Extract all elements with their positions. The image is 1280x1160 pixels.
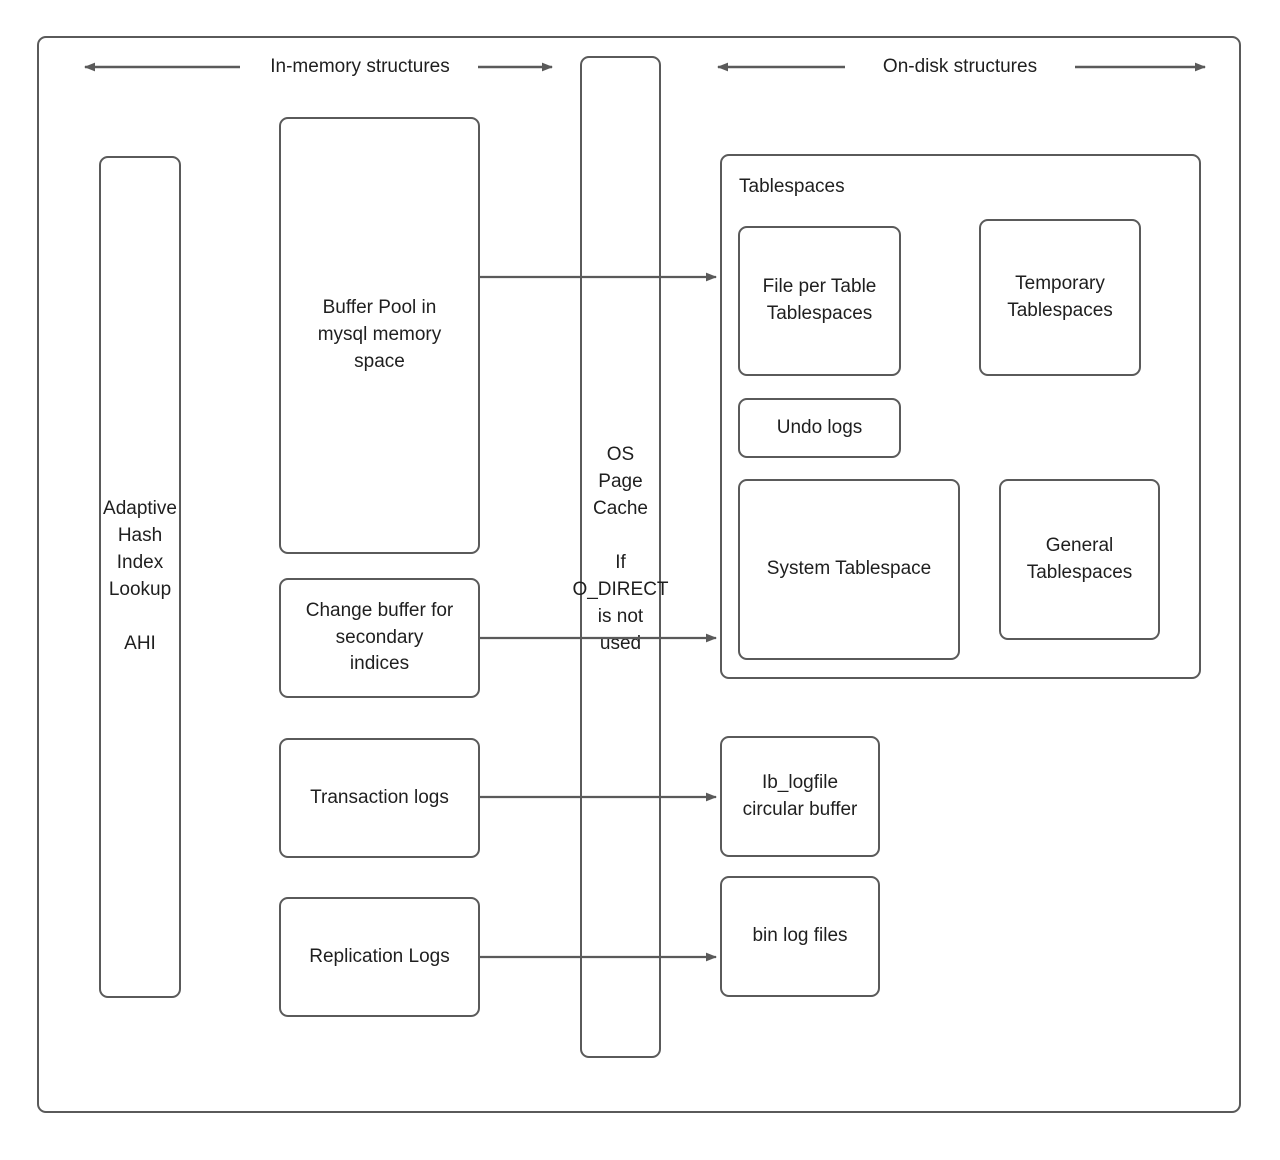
band-label-in-memory: In-memory structures xyxy=(270,56,450,77)
box-ib-logfile[interactable]: Ib_logfile circular buffer xyxy=(720,736,880,857)
box-replication-logs[interactable]: Replication Logs xyxy=(279,897,480,1017)
diagram-outer-frame xyxy=(37,36,1241,1113)
box-general-tablespaces[interactable]: General Tablespaces xyxy=(999,479,1160,640)
group-title-tablespaces: Tablespaces xyxy=(739,176,845,197)
box-adaptive-hash-index[interactable]: Adaptive Hash Index Lookup AHI xyxy=(99,156,181,998)
box-file-per-table-tablespaces[interactable]: File per Table Tablespaces xyxy=(738,226,901,376)
group-tablespaces xyxy=(720,154,1201,679)
band-label-on-disk: On-disk structures xyxy=(882,56,1038,77)
box-os-page-cache[interactable] xyxy=(580,56,661,1058)
box-transaction-logs[interactable]: Transaction logs xyxy=(279,738,480,858)
box-undo-logs[interactable]: Undo logs xyxy=(738,398,901,458)
box-label-os-page-cache: OS Page Cache If O_DIRECT is not used xyxy=(572,444,669,654)
box-system-tablespace[interactable]: System Tablespace xyxy=(738,479,960,660)
box-label-adaptive-hash-index: Adaptive Hash Index Lookup AHI xyxy=(103,498,177,654)
box-temporary-tablespaces[interactable]: Temporary Tablespaces xyxy=(979,219,1141,376)
box-bin-log-files[interactable]: bin log files xyxy=(720,876,880,997)
box-buffer-pool[interactable]: Buffer Pool in mysql memory space xyxy=(279,117,480,554)
box-change-buffer[interactable]: Change buffer for secondary indices xyxy=(279,578,480,698)
